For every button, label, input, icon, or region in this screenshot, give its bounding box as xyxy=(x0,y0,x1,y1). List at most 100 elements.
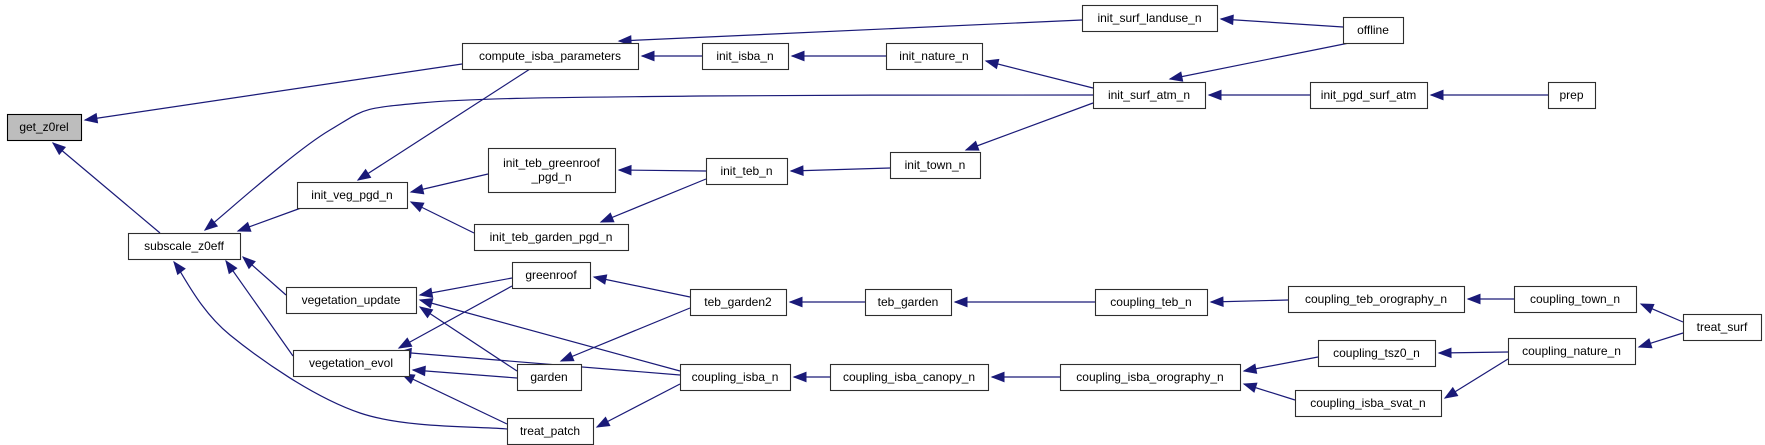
node-coupling_tsz0_n[interactable]: coupling_tsz0_n xyxy=(1317,339,1437,368)
node-init_isba_n[interactable]: init_isba_n xyxy=(701,42,790,71)
node-compute_isba_parameters[interactable]: compute_isba_parameters xyxy=(461,42,640,71)
node-coupling_town_n[interactable]: coupling_town_n xyxy=(1513,285,1638,314)
arrowhead-teb_garden xyxy=(953,296,968,308)
node-greenroof[interactable]: greenroof xyxy=(511,261,592,290)
node-label-init_isba_n: init_isba_n xyxy=(716,49,773,63)
node-init_town_n[interactable]: init_town_n xyxy=(889,151,982,180)
edge-offline-to-init_surf_atm_n xyxy=(1169,42,1350,80)
node-init_surf_atm_n[interactable]: init_surf_atm_n xyxy=(1092,81,1207,110)
node-label-init_teb_garden_pgd_n: init_teb_garden_pgd_n xyxy=(490,230,613,244)
arrowhead-coupling_isba_orography_n xyxy=(1242,382,1258,393)
node-get_z0rel: get_z0rel xyxy=(6,113,83,142)
edge-init_surf_atm_n-to-init_town_n xyxy=(965,102,1094,151)
edge-init_surf_landuse_n-to-compute_isba_parameters xyxy=(618,19,1083,42)
node-label-init_town_n: init_town_n xyxy=(905,158,966,172)
arrowhead-vegetation_evol xyxy=(397,337,413,349)
node-label-init_pgd_surf_atm: init_pgd_surf_atm xyxy=(1321,88,1416,102)
node-init_pgd_surf_atm[interactable]: init_pgd_surf_atm xyxy=(1309,81,1429,110)
arrowhead-compute_isba_parameters xyxy=(640,50,655,62)
node-prep[interactable]: prep xyxy=(1547,81,1597,110)
node-teb_garden2[interactable]: teb_garden2 xyxy=(689,288,788,317)
node-offline[interactable]: offline xyxy=(1342,16,1405,45)
node-label-treat_surf: treat_surf xyxy=(1697,320,1748,334)
edge-coupling_isba_n-to-treat_patch xyxy=(596,383,681,428)
arrowhead-greenroof xyxy=(592,274,608,285)
arrowhead-init_pgd_surf_atm xyxy=(1429,89,1444,101)
node-label-offline: offline xyxy=(1357,23,1389,37)
arrowhead-init_teb_n xyxy=(789,165,804,176)
edge-coupling_teb_orography_n-to-coupling_teb_n xyxy=(1210,299,1289,303)
node-coupling_nature_n[interactable]: coupling_nature_n xyxy=(1507,337,1637,366)
node-treat_patch[interactable]: treat_patch xyxy=(506,417,595,445)
node-label-coupling_nature_n: coupling_nature_n xyxy=(1522,344,1621,358)
arrowhead-init_town_n xyxy=(964,140,980,151)
arrowhead-subscale_z0eff xyxy=(225,259,238,275)
edge-subscale_z0eff-to-get_z0rel xyxy=(52,142,161,234)
node-coupling_isba_svat_n[interactable]: coupling_isba_svat_n xyxy=(1294,389,1443,418)
arrowhead-init_teb_greenroof_pgd_n xyxy=(617,164,632,176)
edge-init_teb_n-to-init_teb_garden_pgd_n xyxy=(600,178,707,223)
arrowhead-vegetation_update xyxy=(418,287,434,298)
arrowhead-coupling_town_n xyxy=(1639,303,1655,314)
node-coupling_isba_canopy_n[interactable]: coupling_isba_canopy_n xyxy=(829,363,990,392)
node-init_teb_garden_pgd_n[interactable]: init_teb_garden_pgd_n xyxy=(473,223,630,252)
node-init_veg_pgd_n[interactable]: init_veg_pgd_n xyxy=(296,181,409,210)
edge-init_teb_greenroof_pgd_n-to-init_veg_pgd_n xyxy=(410,173,489,193)
node-teb_garden[interactable]: teb_garden xyxy=(864,288,953,317)
node-vegetation_evol[interactable]: vegetation_evol xyxy=(292,349,411,378)
node-coupling_teb_n[interactable]: coupling_teb_n xyxy=(1094,288,1209,317)
arrowhead-coupling_isba_canopy_n xyxy=(990,371,1005,383)
node-label-treat_patch: treat_patch xyxy=(520,424,580,438)
node-label-get_z0rel: get_z0rel xyxy=(19,120,68,134)
node-treat_surf[interactable]: treat_surf xyxy=(1682,313,1763,342)
node-label-coupling_teb_n: coupling_teb_n xyxy=(1110,295,1191,309)
arrowhead-coupling_isba_n xyxy=(792,371,807,383)
arrowhead-subscale_z0eff xyxy=(236,221,252,232)
node-init_surf_landuse_n[interactable]: init_surf_landuse_n xyxy=(1081,4,1219,33)
node-subscale_z0eff[interactable]: subscale_z0eff xyxy=(127,232,242,261)
arrowhead-vegetation_evol xyxy=(411,365,426,377)
edge-greenroof-to-vegetation_evol xyxy=(398,285,513,349)
node-label-coupling_isba_svat_n: coupling_isba_svat_n xyxy=(1310,396,1425,410)
arrowhead-vegetation_update xyxy=(418,306,434,319)
edge-treat_patch-to-subscale_z0eff xyxy=(173,261,508,430)
arrowhead-init_isba_n xyxy=(790,50,805,62)
edge-treat_patch-to-vegetation_evol xyxy=(401,373,508,425)
arrowhead-coupling_teb_n xyxy=(1209,296,1224,308)
node-coupling_isba_orography_n[interactable]: coupling_isba_orography_n xyxy=(1059,363,1242,392)
node-label-coupling_teb_orography_n: coupling_teb_orography_n xyxy=(1305,292,1447,306)
arrowhead-init_veg_pgd_n xyxy=(409,201,425,213)
arrowhead-get_z0rel xyxy=(83,112,99,124)
node-init_teb_greenroof_pgd_n[interactable]: init_teb_greenroof_pgd_n xyxy=(487,147,617,194)
arrowhead-coupling_isba_orography_n xyxy=(1242,363,1258,374)
edge-compute_isba_parameters-to-get_z0rel xyxy=(84,63,463,121)
node-vegetation_update[interactable]: vegetation_update xyxy=(285,286,418,315)
arrowhead-init_surf_atm_n xyxy=(1207,89,1222,101)
arrowhead-vegetation_update xyxy=(418,298,434,309)
arrowhead-coupling_teb_orography_n xyxy=(1466,293,1481,305)
arrowhead-garden xyxy=(559,351,575,362)
node-label-greenroof: greenroof xyxy=(525,268,577,282)
node-label-init_teb_n: init_teb_n xyxy=(720,164,772,178)
node-label-garden: garden xyxy=(530,370,567,384)
node-label-vegetation_update: vegetation_update xyxy=(302,293,401,307)
node-label-coupling_tsz0_n: coupling_tsz0_n xyxy=(1333,346,1420,360)
edge-garden-to-vegetation_evol xyxy=(412,369,518,379)
arrowhead-init_teb_garden_pgd_n xyxy=(599,212,615,223)
arrowhead-init_veg_pgd_n xyxy=(356,168,372,181)
node-init_teb_n[interactable]: init_teb_n xyxy=(705,157,789,186)
node-coupling_isba_n[interactable]: coupling_isba_n xyxy=(679,363,792,392)
edge-init_teb_n-to-init_teb_greenroof_pgd_n xyxy=(618,169,707,172)
node-label-coupling_isba_canopy_n: coupling_isba_canopy_n xyxy=(843,370,975,384)
edge-teb_garden2-to-garden xyxy=(560,307,691,362)
node-label-teb_garden2: teb_garden2 xyxy=(704,295,772,309)
arrowhead-init_veg_pgd_n xyxy=(409,183,425,195)
node-garden[interactable]: garden xyxy=(516,363,583,392)
node-init_nature_n[interactable]: init_nature_n xyxy=(885,42,984,71)
arrowhead-subscale_z0eff xyxy=(203,218,219,231)
edge-offline-to-init_surf_landuse_n xyxy=(1220,18,1344,28)
node-label-init_veg_pgd_n: init_veg_pgd_n xyxy=(311,188,392,202)
edge-teb_garden2-to-greenroof xyxy=(593,276,691,298)
node-coupling_teb_orography_n[interactable]: coupling_teb_orography_n xyxy=(1287,285,1466,314)
